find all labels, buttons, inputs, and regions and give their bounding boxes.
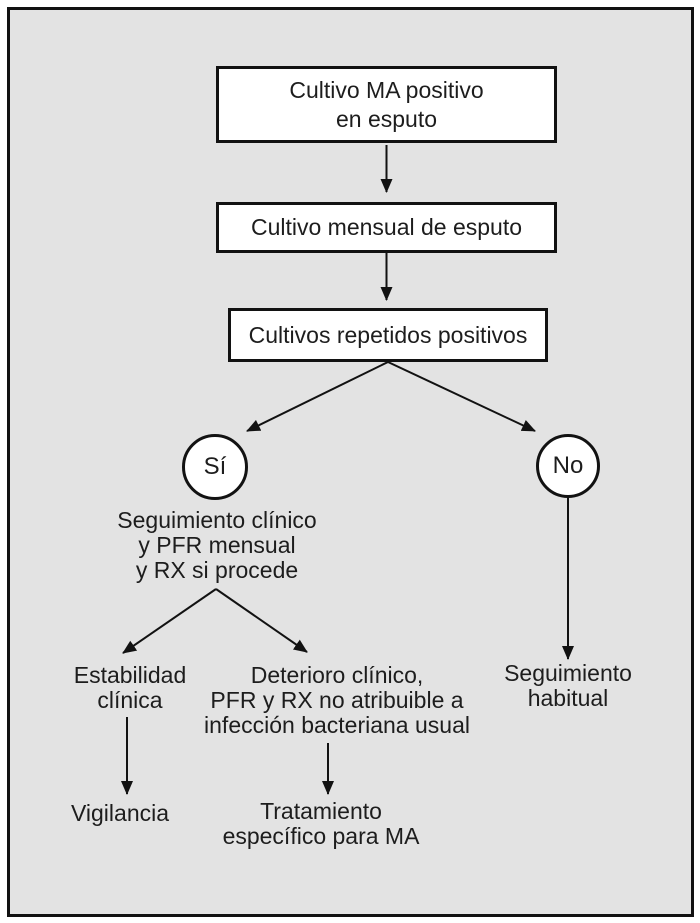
node-cultivo-mensual: Cultivo mensual de esputo (216, 202, 557, 253)
node-yes-circle: Sí (182, 434, 248, 500)
node-cultivos-repetidos: Cultivos repetidos positivos (228, 308, 548, 362)
node-estabilidad-clinica: Estabilidad clínica (73, 662, 187, 713)
node-cultivo-ma-positivo: Cultivo MA positivo en esputo (216, 66, 557, 143)
node-seguimiento-habitual: Seguimiento habitual (504, 660, 632, 711)
node-deterioro-clinico: Deterioro clínico, PFR y RX no atribuibl… (204, 662, 470, 738)
node-vigilancia: Vigilancia (70, 800, 170, 826)
node-no-circle: No (536, 434, 600, 498)
node-tratamiento-especifico: Tratamiento específico para MA (222, 798, 420, 849)
node-seguimiento-clinico: Seguimiento clínico y PFR mensual y RX s… (117, 507, 317, 583)
